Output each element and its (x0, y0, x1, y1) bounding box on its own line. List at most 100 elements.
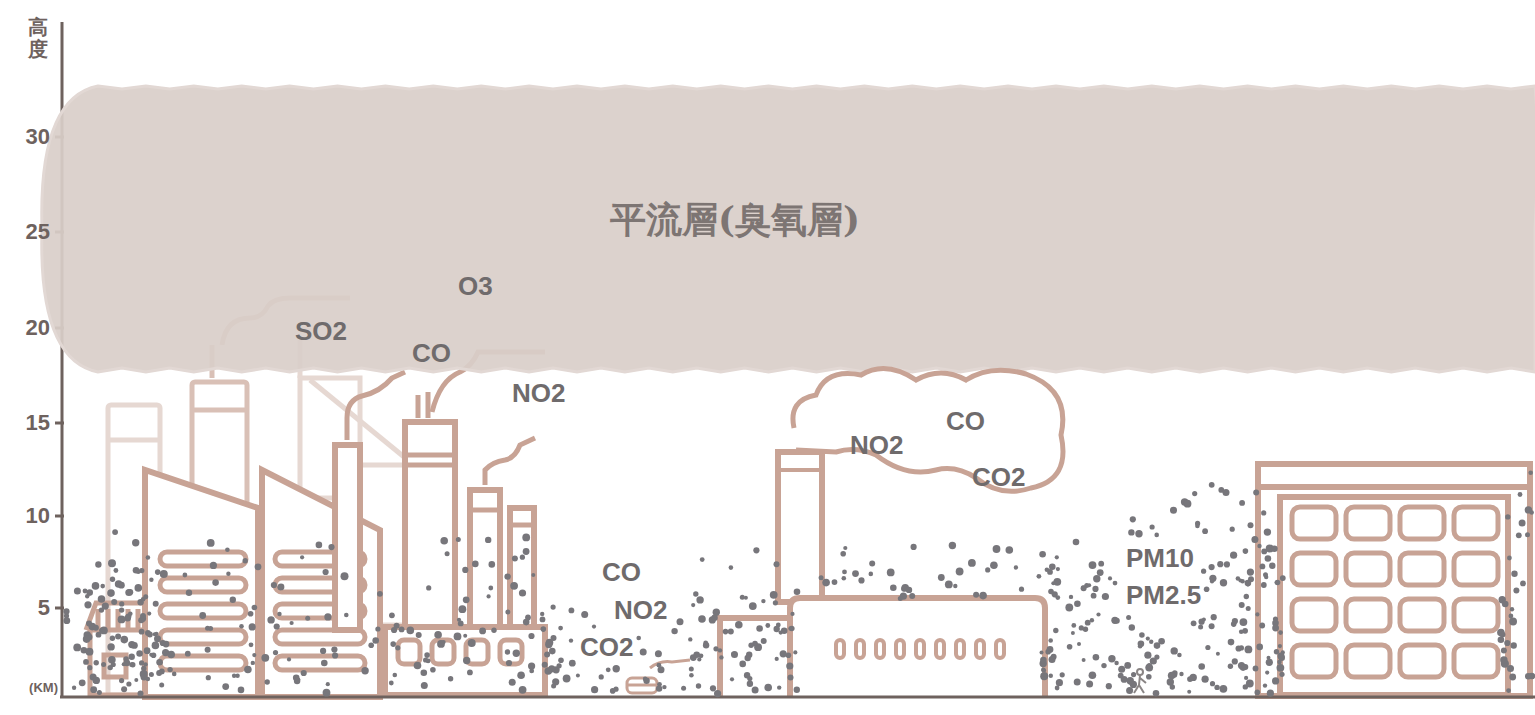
particle-dot (1089, 671, 1097, 679)
particle-dot (1240, 618, 1248, 626)
particle-dot (261, 654, 269, 662)
particle-dot (341, 572, 349, 580)
particle-dot (138, 691, 144, 697)
particle-dot (163, 641, 170, 648)
particle-dot (1209, 564, 1215, 570)
particle-dot (1280, 575, 1286, 581)
particle-dot (139, 660, 144, 665)
particle-dot (718, 648, 722, 652)
particle-dot (1073, 539, 1080, 546)
particle-dot (79, 679, 86, 686)
particle-dot (510, 582, 518, 590)
particle-dot (793, 650, 797, 654)
particle-dot (97, 690, 102, 695)
particle-dot (63, 608, 69, 614)
particle-dot (990, 561, 998, 569)
particle-dot (147, 612, 151, 616)
particle-dot (1240, 664, 1247, 671)
particle-dot (775, 657, 779, 661)
particle-dot (523, 619, 530, 626)
pollutant-label: CO2 (580, 632, 633, 663)
particle-dot (1190, 674, 1197, 681)
particle-dot (1243, 548, 1249, 554)
particle-dot (1232, 618, 1238, 624)
particle-dot (1274, 649, 1279, 654)
particle-dot (544, 652, 550, 658)
particle-dot (114, 568, 119, 573)
region-title: 平流層(臭氧層) (610, 196, 860, 245)
particle-dot (426, 585, 431, 590)
particle-dot (1071, 631, 1075, 635)
particle-dot (212, 579, 219, 586)
particle-dot (1236, 576, 1241, 581)
particle-dot (96, 632, 102, 638)
particle-dot (456, 537, 461, 542)
particle-dot (1240, 579, 1244, 583)
particle-dot (1230, 552, 1237, 559)
particle-dot (140, 613, 146, 619)
particle-dot (1124, 662, 1131, 669)
particle-dot (764, 684, 772, 692)
particle-dot (205, 647, 211, 653)
particle-dot (1055, 555, 1059, 559)
particle-dot (111, 599, 117, 605)
particle-dot (898, 596, 903, 601)
particle-dot (300, 555, 304, 559)
window (1454, 599, 1498, 631)
particle-dot (395, 645, 400, 650)
particle-dot (1106, 683, 1112, 689)
particle-dot (1167, 678, 1174, 685)
particle-dot (1239, 500, 1245, 506)
particle-dot (1089, 561, 1097, 569)
particle-dot (1220, 685, 1228, 693)
particle-dot (748, 643, 753, 648)
particle-dot (210, 562, 217, 569)
particle-dot (1275, 580, 1279, 584)
particle-dot (344, 613, 349, 618)
particle-dot (788, 674, 794, 680)
tick-label: 30 (26, 124, 50, 150)
particle-dot (323, 569, 329, 575)
particle-dot (1108, 655, 1115, 662)
particle-dot (1506, 688, 1511, 693)
particle-dot (159, 683, 164, 688)
particle-dot (1037, 574, 1042, 579)
particle-dot (139, 568, 144, 573)
particle-dot (671, 628, 677, 634)
particle-dot (1228, 639, 1235, 646)
particle-dot (87, 665, 92, 670)
particle-dot (83, 589, 88, 594)
particle-dot (149, 578, 153, 582)
particle-dot (504, 573, 510, 579)
pollutant-label: PM2.5 (1126, 580, 1201, 611)
particle-dot (135, 584, 143, 592)
particle-dot (691, 603, 695, 607)
particle-dot (1042, 668, 1047, 673)
particle-dot (1086, 680, 1093, 687)
particle-dot (1511, 642, 1517, 648)
particle-dot (540, 617, 546, 623)
particle-dot (324, 613, 331, 620)
particle-dot (761, 599, 765, 603)
particle-dot (1217, 561, 1223, 567)
particle-dot (463, 634, 467, 638)
particle-dot (155, 569, 161, 575)
particle-dot (753, 547, 759, 553)
window (1400, 599, 1444, 631)
particle-dot (1510, 607, 1514, 611)
particle-dot (745, 655, 751, 661)
particle-dot (463, 596, 470, 603)
particle-dot (1509, 614, 1514, 619)
particle-dot (128, 612, 133, 617)
particle-dot (1118, 673, 1124, 679)
pollutant-label: SO2 (295, 316, 347, 347)
particle-dot (719, 655, 723, 659)
particle-dot (636, 636, 641, 641)
particle-dot (657, 663, 662, 668)
particle-dot (1040, 672, 1048, 680)
particle-dot (1067, 644, 1073, 650)
particle-dot (1519, 519, 1526, 526)
particle-dot (462, 567, 468, 573)
particle-dot (1224, 561, 1230, 567)
particle-dot (729, 565, 734, 570)
